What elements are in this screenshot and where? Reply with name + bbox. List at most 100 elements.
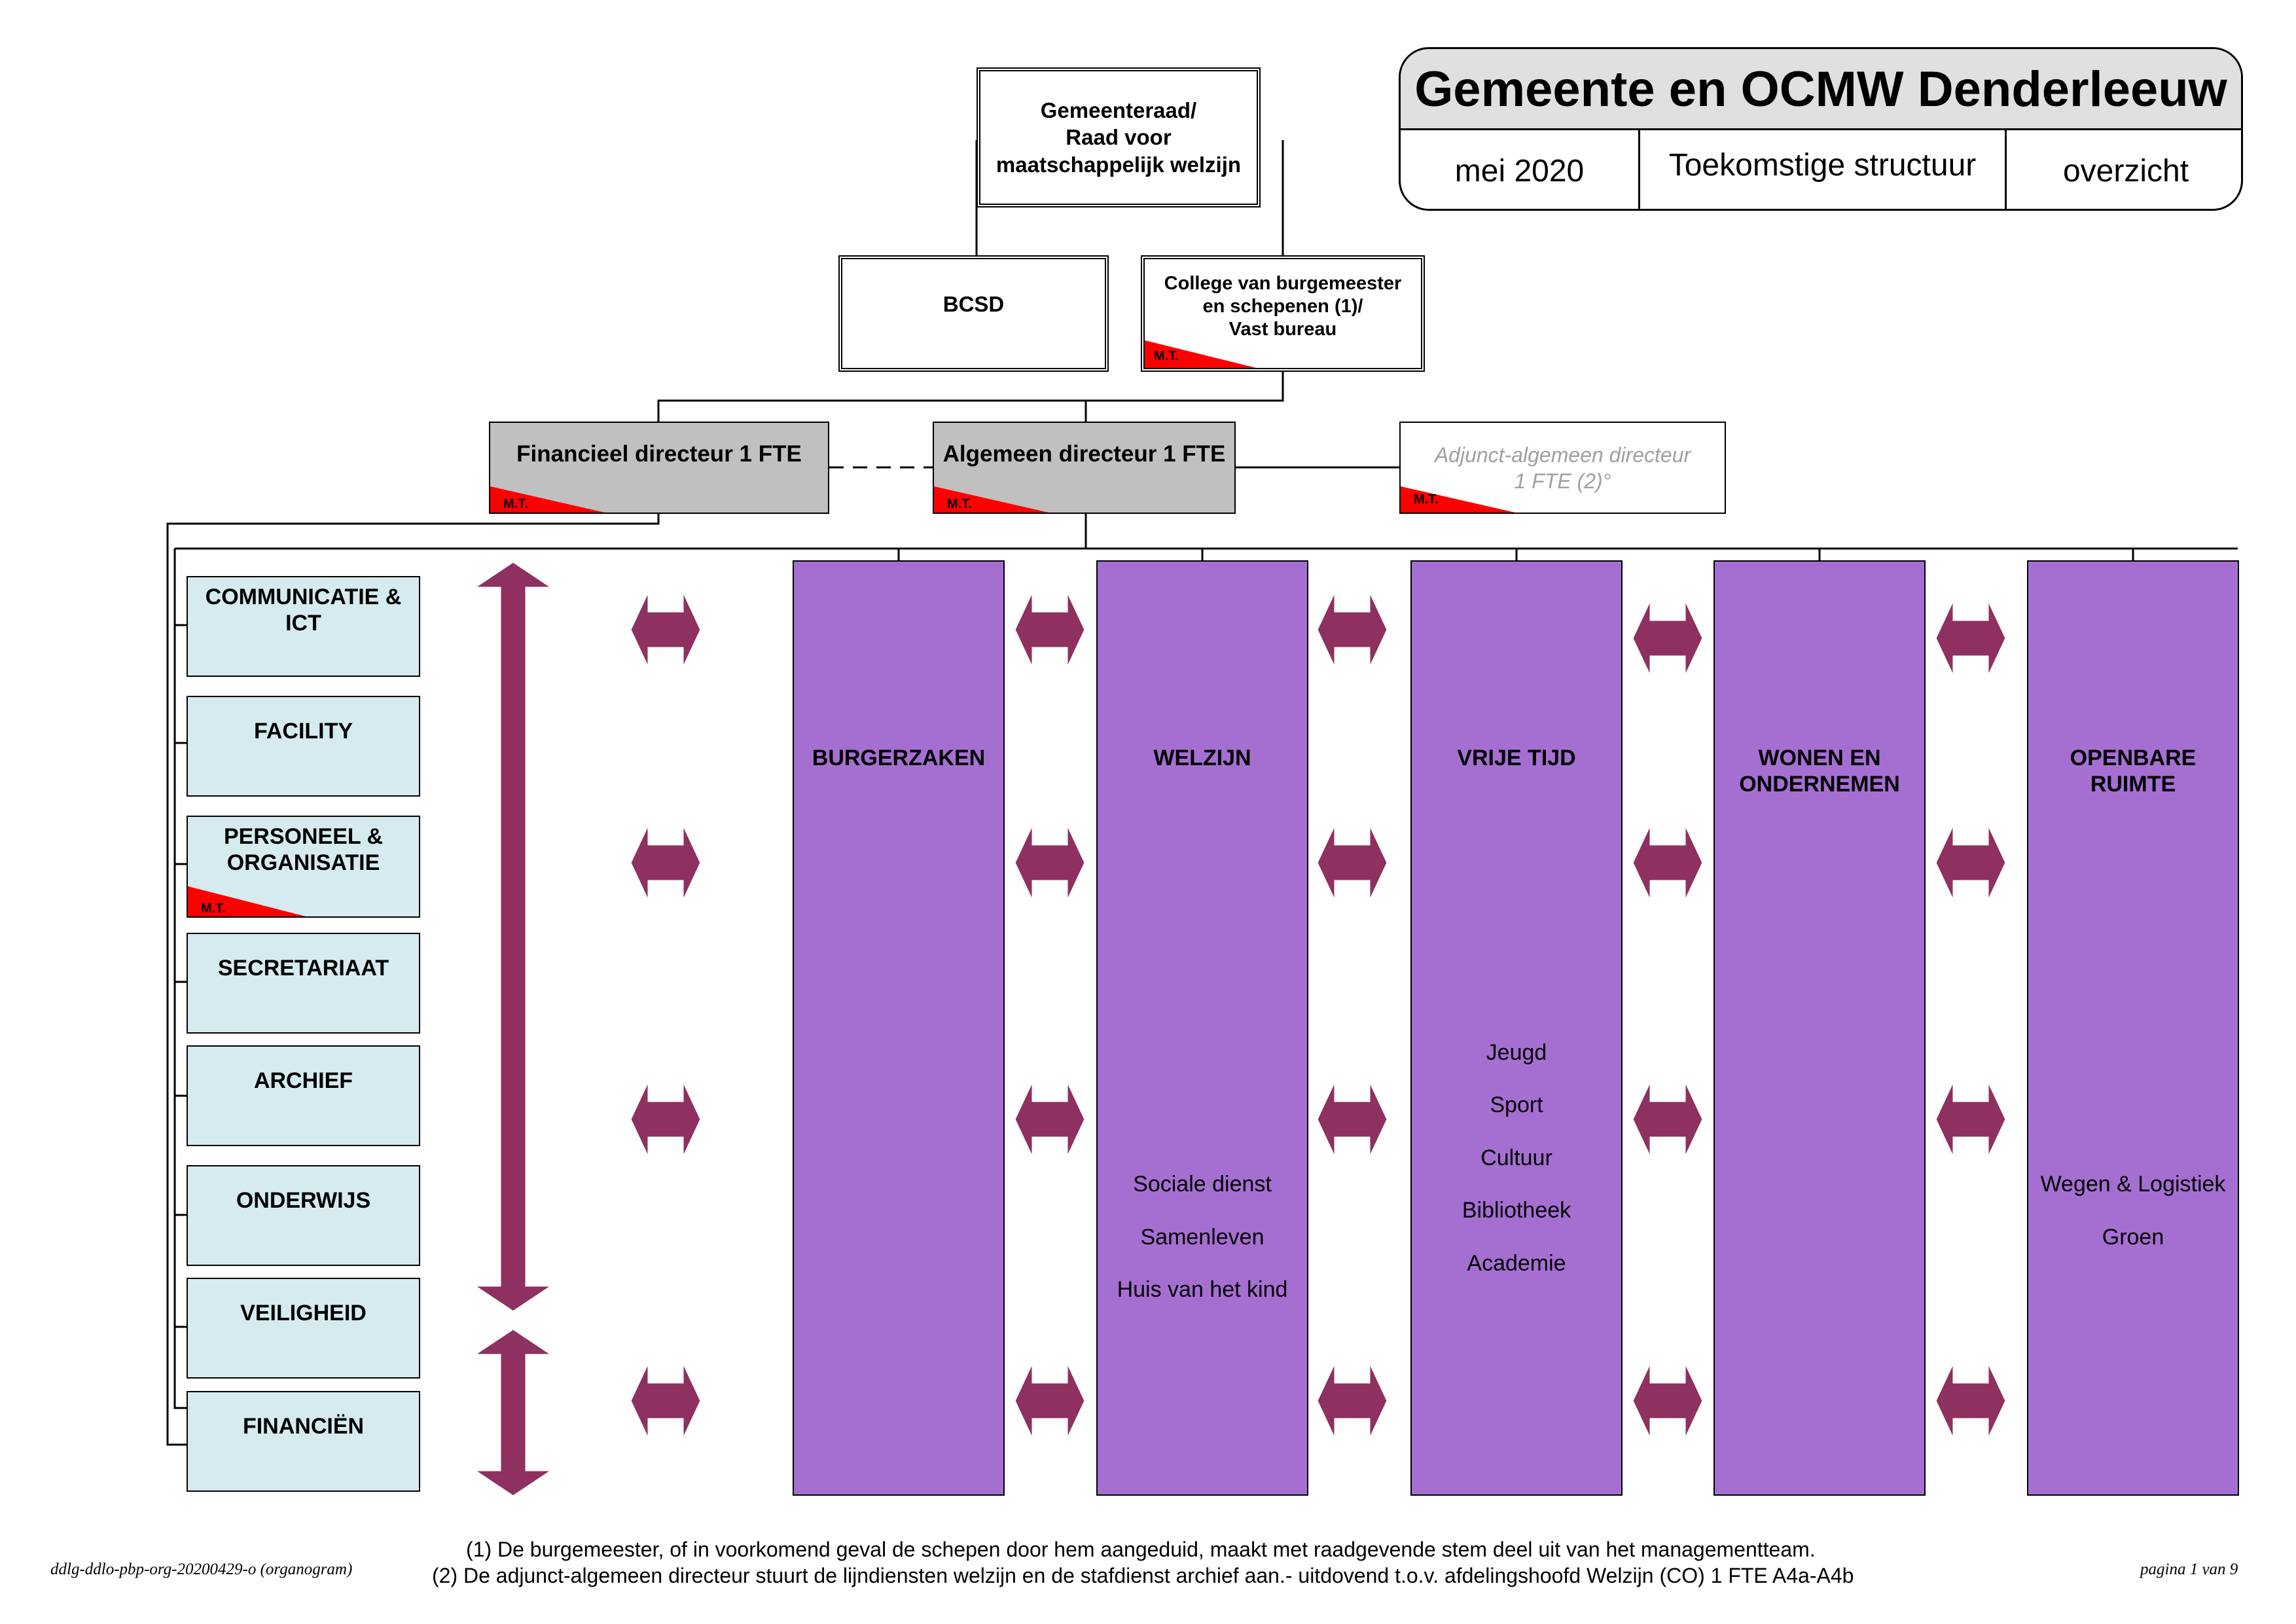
double-arrow-icon [629,822,702,903]
department-wonen-ondernemen: WONEN EN ONDERNEMEN [1713,560,1926,1496]
staff-label-line2: ORGANISATIE [226,850,380,875]
department-title-line1: BURGERZAKEN [812,746,986,770]
council-box: Gemeenteraad/ Raad voor maatschappelijk … [977,67,1261,208]
double-arrow-icon [629,589,702,670]
department-title: VRIJE TIJD [1412,745,1621,771]
double-arrow-icon [1013,1079,1086,1160]
college-line3: Vast bureau [1229,319,1337,340]
header-date: mei 2020 [1401,130,1640,209]
department-welzijn: WELZIJN Sociale dienst Samenleven Huis v… [1096,560,1308,1496]
vertical-double-arrow [471,1329,555,1496]
double-arrow-icon [1013,589,1086,670]
double-arrow-icon [1934,598,2007,679]
department-item: Bibliotheek [1462,1198,1571,1223]
department-title-line2: RUIMTE [2090,772,2176,797]
mt-marker [1401,486,1515,513]
bcsd-box: BCSD [838,255,1109,372]
mt-label: M.T. [947,497,972,511]
staff-secretariaat: SECRETARIAAT [187,933,420,1034]
staff-label-line1: ONDERWIJS [236,1188,371,1213]
mt-marker [188,886,306,916]
double-arrow-icon [1934,822,2007,903]
council-line2: Raad voor [1066,125,1172,150]
footer-page-number: pagina 1 van 9 [2140,1561,2238,1578]
adjunct-line2: 1 FTE (2)° [1514,469,1611,493]
bcsd-label: BCSD [942,292,1005,316]
mt-marker [490,486,605,513]
footnote-2: (2) De adjunct-algemeen directeur stuurt… [432,1564,1854,1587]
general-director-box: Algemeen directeur 1 FTE M.T. [933,422,1236,514]
double-arrow-icon [1316,1079,1389,1160]
department-item: Jeugd [1486,1040,1547,1065]
mt-label: M.T. [201,901,226,916]
staff-financien: FINANCIËN [187,1391,420,1492]
financial-director-box: Financieel directeur 1 FTE M.T. [489,422,829,514]
page-title: Gemeente en OCMW Denderleeuw [1414,62,2227,117]
double-arrow-icon [1316,589,1389,670]
staff-label-line1: PERSONEEL & [223,824,384,849]
double-arrow-icon [1013,1360,1086,1441]
double-arrow-icon [1013,822,1086,903]
double-arrow-icon [629,1079,702,1160]
staff-communicatie-ict: COMMUNICATIE & ICT [187,576,420,677]
department-burgerzaken: BURGERZAKEN [793,560,1005,1496]
mt-label: M.T. [1414,492,1439,507]
college-line1: College van burgemeester [1164,273,1402,294]
staff-label-line1: FINANCIËN [242,1414,365,1439]
council-line3: maatschappelijk welzijn [996,152,1242,177]
staff-archief: ARCHIEF [187,1045,420,1146]
department-title: BURGERZAKEN [794,745,1003,771]
department-vrije-tijd: VRIJE TIJD Jeugd Sport Cultuur Bibliothe… [1410,560,1623,1496]
council-line1: Gemeenteraad/ [1040,98,1197,123]
staff-personeel-organisatie: PERSONEEL & ORGANISATIE M.T. [187,816,420,918]
department-item: Huis van het kind [1117,1277,1288,1302]
department-item: Groen [2102,1225,2164,1250]
adjunct-line1: Adjunct-algemeen directeur [1434,442,1691,467]
college-box: College van burgemeester en schepenen (1… [1141,255,1425,372]
adjunct-director-box: Adjunct-algemeen directeur 1 FTE (2)° M.… [1399,422,1726,514]
double-arrow-icon [1631,598,1704,679]
double-arrow-icon [1631,1079,1704,1160]
department-item: Wegen & Logistiek [2040,1172,2226,1197]
footer-doc-ref: ddlg-ddlo-pbp-org-20200429-o (organogram… [50,1561,353,1578]
department-title: WONEN EN ONDERNEMEN [1715,745,1924,797]
staff-label-line1: VEILIGHEID [240,1301,367,1326]
footnote-1: (1) De burgemeester, of in voorkomend ge… [466,1538,1816,1561]
financial-director-label: Financieel directeur 1 FTE [516,441,802,467]
header-subtitle: Toekomstige structuur [1640,130,2007,209]
department-item: Sociale dienst [1133,1172,1272,1197]
mt-marker [934,486,1049,513]
mt-label: M.T. [503,497,528,511]
double-arrow-icon [1934,1360,2007,1441]
double-arrow-icon [1631,1360,1704,1441]
double-arrow-icon [1316,1360,1389,1441]
double-arrow-icon [1631,822,1704,903]
department-title-line1: WONEN EN [1758,746,1881,770]
header-title-band [1401,49,2241,130]
department-item: Sport [1490,1092,1543,1117]
double-arrow-icon [1934,1079,2007,1160]
double-arrow-icon [1316,822,1389,903]
header-view: overzicht [2062,154,2189,189]
general-director-label: Algemeen directeur 1 FTE [942,441,1226,467]
staff-label-line2: ICT [285,611,321,636]
staff-label-line1: COMMUNICATIE & [205,585,402,609]
department-item: Academie [1467,1251,1566,1276]
department-title: OPENBARE RUIMTE [2028,745,2238,797]
department-title-line1: WELZIJN [1153,746,1251,770]
college-line2: en schepenen (1)/ [1202,296,1363,317]
staff-onderwijs: ONDERWIJS [187,1165,420,1266]
mt-label: M.T. [1154,349,1179,363]
double-arrow-icon [629,1360,702,1441]
department-title-line2: ONDERNEMEN [1739,772,1900,797]
staff-label-line1: ARCHIEF [253,1068,353,1093]
header-panel: Gemeente en OCMW Denderleeuw mei 2020 To… [1399,47,2243,211]
mt-marker [1145,340,1256,368]
department-item: Cultuur [1480,1146,1552,1170]
staff-label-line1: FACILITY [253,719,353,744]
department-openbare-ruimte: OPENBARE RUIMTE Wegen & Logistiek Groen [2027,560,2239,1496]
department-title-line1: VRIJE TIJD [1457,746,1576,770]
vertical-double-arrow [471,562,555,1312]
